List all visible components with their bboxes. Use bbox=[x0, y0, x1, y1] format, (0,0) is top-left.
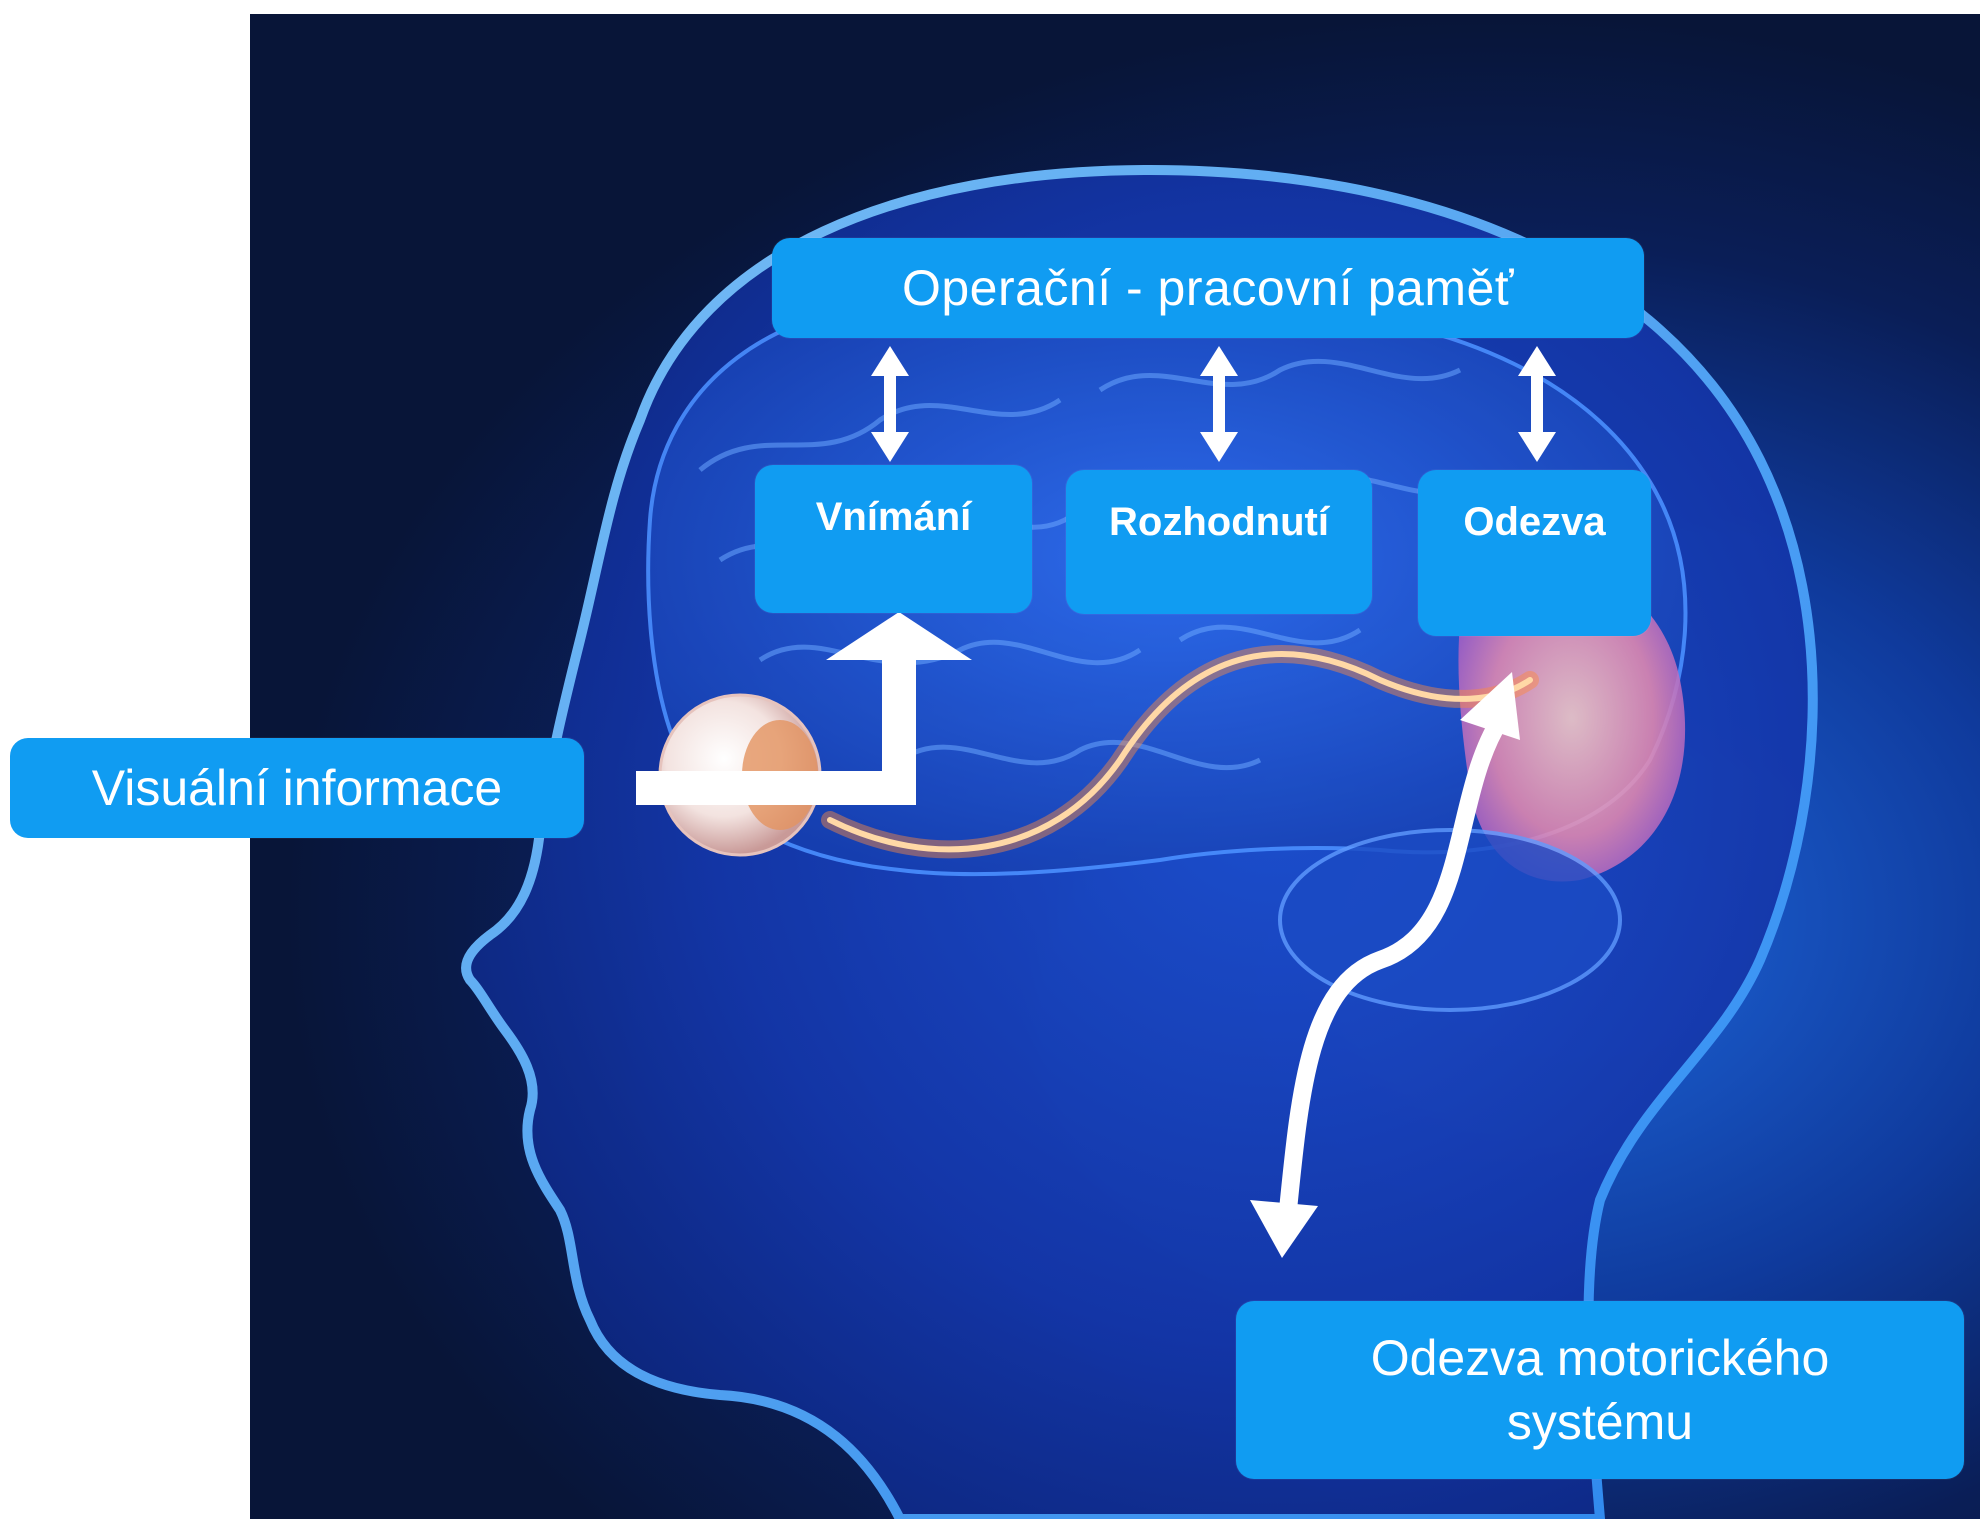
decision-label: Rozhodnutí bbox=[1109, 500, 1329, 545]
decision-box: Rozhodnutí bbox=[1066, 470, 1372, 614]
motor-response-box: Odezva motorického systému bbox=[1236, 1301, 1964, 1479]
visual-input-label: Visuální informace bbox=[92, 759, 502, 817]
visual-input-box: Visuální informace bbox=[10, 738, 584, 838]
working-memory-label: Operační - pracovní paměť bbox=[902, 259, 1514, 317]
motor-response-label: Odezva motorického systému bbox=[1360, 1326, 1840, 1454]
perception-box: Vnímání bbox=[755, 465, 1032, 613]
response-label: Odezva bbox=[1463, 500, 1605, 545]
response-box: Odezva bbox=[1418, 470, 1651, 636]
perception-label: Vnímání bbox=[816, 495, 972, 540]
working-memory-box: Operační - pracovní paměť bbox=[772, 238, 1644, 338]
